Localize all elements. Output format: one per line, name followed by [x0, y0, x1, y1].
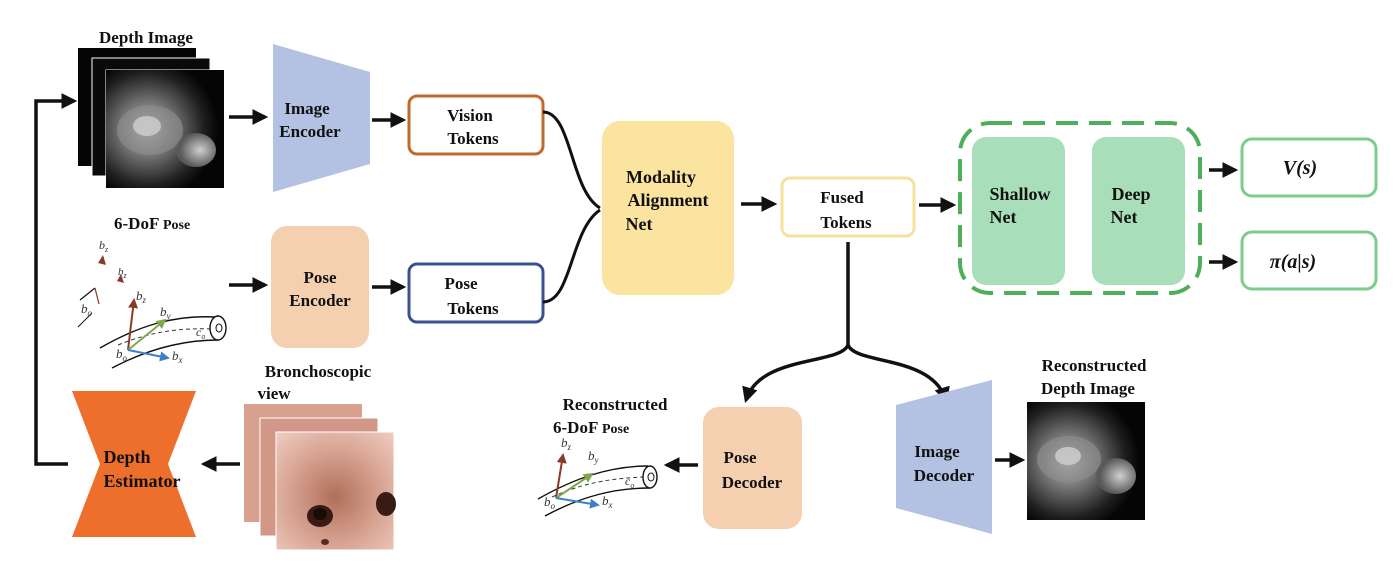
depth-estimator-label-1: Depth [103, 447, 150, 467]
svg-text:bz: bz [136, 288, 147, 305]
vision-tokens-label-1: Vision [447, 106, 493, 125]
depth-estimator [72, 391, 196, 537]
svg-text:bx: bx [602, 493, 613, 510]
shallow-net-label-2: Net [990, 207, 1017, 227]
arrow-to-image-decoder [846, 344, 950, 404]
svg-text:bz: bz [561, 435, 572, 452]
reconstructed-pose-label-2: 6-DoF Pose [553, 418, 629, 437]
image-decoder-label-1: Image [914, 442, 960, 461]
policy-output [1240, 230, 1378, 291]
svg-text:by: by [588, 448, 599, 465]
svg-text:by: by [160, 304, 171, 321]
reconstructed-depth-label-2: Depth Image [1041, 379, 1135, 398]
pose-6dof-label: 6-DoF Pose [114, 214, 190, 233]
pose-decoder-label-1: Pose [723, 448, 757, 467]
deep-net-label-2: Net [1111, 207, 1138, 227]
image-encoder-label-1: Image [284, 99, 330, 118]
svg-text:bo: bo [81, 301, 93, 318]
bronchoscopic-view-label-1: Bronchoscopic [265, 362, 372, 381]
fused-tokens-label-2: Tokens [820, 213, 872, 232]
shallow-net-label-1: Shallow [989, 184, 1050, 204]
svg-text:co: co [196, 325, 205, 341]
feedback-arrow [34, 93, 78, 466]
modality-alignment-label-3: Net [626, 214, 653, 234]
svg-text:bx: bx [172, 348, 183, 365]
image-decoder-label-2: Decoder [914, 466, 975, 485]
svg-text:bz: bz [118, 266, 128, 280]
vision-tokens-label-2: Tokens [447, 129, 499, 148]
merge-line-pose [542, 208, 601, 304]
fused-tokens [780, 176, 916, 238]
reconstructed-depth-image [1027, 402, 1145, 520]
svg-text:bo: bo [116, 346, 128, 363]
svg-text:bo: bo [544, 494, 556, 511]
pose-tokens-label-1: Pose [444, 274, 478, 293]
modality-alignment-label-1: Modality [626, 167, 696, 187]
pose-tokens [407, 262, 545, 324]
modality-alignment-label-2: Alignment [628, 190, 709, 210]
svg-text:bz: bz [99, 238, 109, 254]
policy-value-head-container [958, 121, 1202, 295]
image-encoder [273, 44, 370, 192]
reconstructed-pose-label-1: Reconstructed [563, 395, 668, 414]
reconstructed-depth-label-1: Reconstructed [1042, 356, 1147, 375]
pose-encoder-label-1: Pose [303, 268, 337, 287]
pose-decoder-label-2: Decoder [722, 473, 783, 492]
vision-tokens [407, 94, 545, 156]
pose-decoder [703, 407, 802, 529]
modality-alignment-net [602, 121, 734, 295]
deep-net [1092, 137, 1185, 285]
pose-encoder-label-2: Encoder [289, 291, 351, 310]
value-output [1240, 137, 1378, 198]
deep-net-label-1: Deep [1112, 184, 1151, 204]
bronchoscopic-view-label-2: view [257, 384, 291, 403]
merge-line-vision [542, 110, 601, 210]
value-output-label: V(s) [1283, 157, 1317, 179]
reconstructed-pose-illustration: bz by bx bo co [537, 435, 658, 517]
svg-text:co: co [625, 474, 634, 490]
policy-output-label: π(a|s) [1270, 251, 1316, 273]
pose-tokens-label-2: Tokens [447, 299, 499, 318]
depth-image-frame [106, 70, 224, 188]
depth-image-stack [78, 48, 225, 189]
arrow-to-pose-decoder [742, 344, 850, 404]
image-decoder [896, 380, 992, 534]
image-encoder-label-2: Encoder [279, 122, 341, 141]
fused-tokens-label-1: Fused [820, 188, 864, 207]
depth-estimator-label-2: Estimator [104, 471, 181, 491]
pose-trajectory-illustration: bz bz bz by bx bo bo co [77, 238, 227, 369]
pose-encoder [271, 226, 369, 348]
bronchoscopic-image-stack [244, 404, 396, 551]
depth-image-label: Depth Image [99, 28, 193, 47]
shallow-net [972, 137, 1065, 285]
